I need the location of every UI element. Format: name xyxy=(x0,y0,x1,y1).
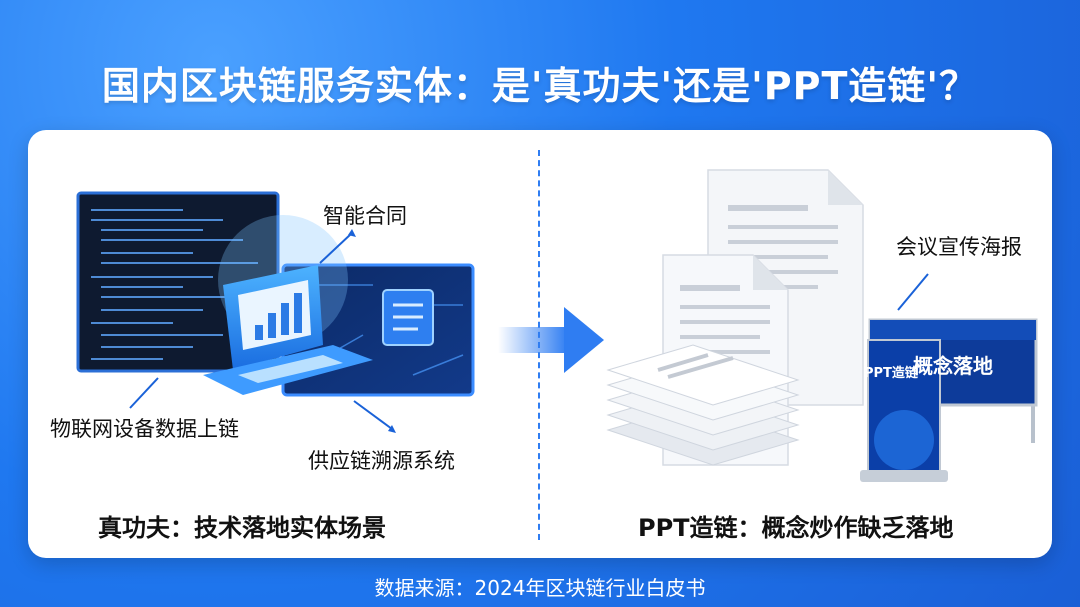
rollup-banner-icon xyxy=(860,339,948,482)
tech-illustration xyxy=(76,191,475,397)
label-poster: 会议宣传海报 xyxy=(896,235,1022,259)
pointer-iot xyxy=(129,377,159,409)
arrow-right-icon xyxy=(498,307,604,373)
pointer-poster xyxy=(897,273,929,311)
data-source: 数据来源：2024年区块链行业白皮书 xyxy=(374,576,706,600)
right-caption: PPT造链：概念炒作缺乏落地 xyxy=(638,514,954,542)
left-caption: 真功夫：技术落地实体场景 xyxy=(98,514,386,542)
pointer-supply-chain xyxy=(353,400,396,433)
label-supply-chain: 供应链溯源系统 xyxy=(308,449,455,473)
banner-text: 概念落地 xyxy=(913,354,993,378)
pointer-smart-contract xyxy=(319,229,356,264)
ppt-illustration xyxy=(606,169,1038,482)
laptop-icon xyxy=(203,265,373,395)
page-title: 国内区块链服务实体：是'真功夫'还是'PPT造链'？ xyxy=(101,64,979,108)
label-iot: 物联网设备数据上链 xyxy=(50,417,239,441)
label-smart-contract: 智能合同 xyxy=(323,204,407,228)
paper-stack-icon xyxy=(606,344,800,466)
comparison-card: 智能合同 物联网设备数据上链 供应链溯源系统 真功夫：技术落地实体场景 xyxy=(28,130,1052,558)
rollup-text: PPT造链 xyxy=(864,366,918,381)
